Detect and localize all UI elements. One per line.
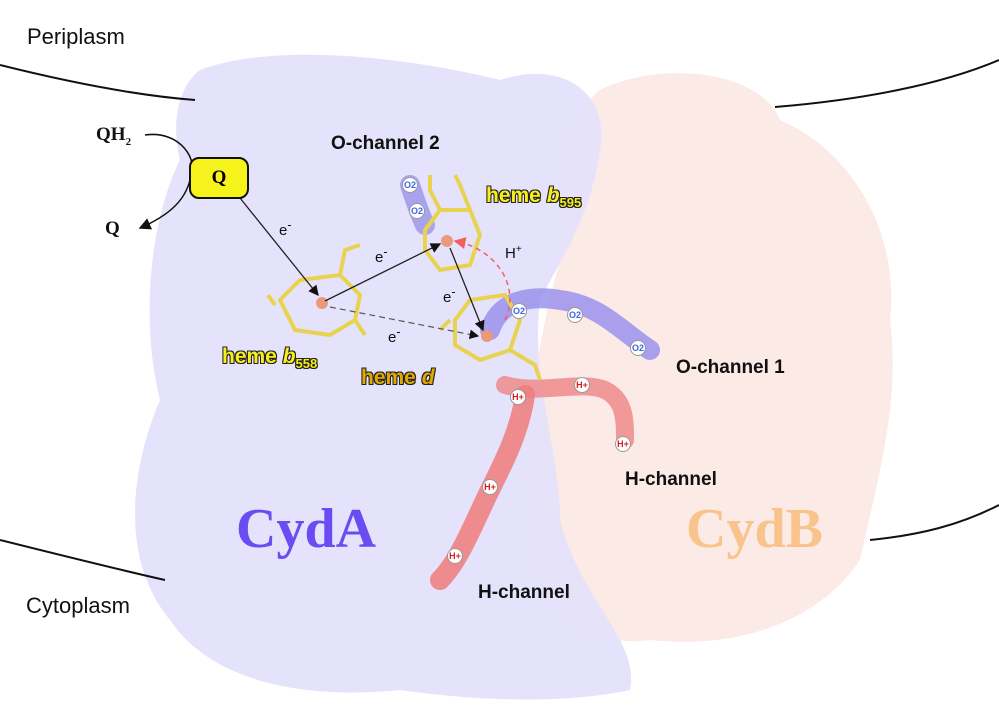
h-sup: + (515, 244, 522, 255)
heme-b595-italic: b (546, 184, 560, 207)
e-sup: - (383, 245, 388, 259)
cytoplasm-label: Cytoplasm (26, 593, 130, 618)
q-out-label: Q (105, 218, 120, 239)
h-text: H (505, 245, 516, 262)
proton-icon: H+ (615, 436, 631, 452)
proton-icon: H+ (447, 548, 463, 564)
oxygen-molecule-icon: O2 (567, 307, 583, 323)
membrane-bottom-left (0, 539, 166, 581)
e-sup: - (451, 285, 456, 299)
electron-label-3: e- (443, 285, 456, 306)
heme-d-name: heme (361, 366, 422, 389)
cyda-label: CydA (236, 498, 377, 560)
heme-b558-label: heme b558 (222, 345, 317, 371)
qh2-subscript: 2 (125, 135, 132, 148)
e-sup: - (396, 325, 401, 339)
iron-b558 (316, 297, 328, 309)
oxygen-molecule-icon: O2 (409, 203, 425, 219)
electron-label-2: e- (375, 245, 388, 266)
heme-b595-structure (423, 174, 483, 273)
e-text: e (388, 329, 397, 346)
heme-b595-name: heme (486, 184, 547, 207)
arrow-b558-to-b595 (324, 243, 442, 302)
proton-icon: H+ (510, 389, 526, 405)
e-text: e (279, 222, 288, 239)
heme-b558-structure (266, 243, 367, 338)
iron-b595 (441, 235, 453, 247)
qh2-base: QH (96, 124, 126, 145)
arrow-q-to-b558 (239, 197, 319, 297)
cydb-surface (527, 73, 893, 642)
heme-b558-italic: b (282, 345, 296, 368)
arrow-b558-to-d-dashed (329, 306, 480, 340)
periplasm-label: Periplasm (27, 24, 125, 49)
arrow-b595-to-d (449, 247, 485, 332)
e-sup: - (287, 218, 292, 232)
quinone-site-box: Q (189, 157, 249, 199)
heme-d-italic: d (421, 366, 435, 389)
e-text: e (375, 249, 384, 266)
proton-icon: H+ (574, 377, 590, 393)
qh2-label: QH2 (96, 124, 131, 148)
cyda-surface (135, 54, 632, 700)
o-channel-1-tube (480, 288, 660, 360)
iron-d (481, 330, 493, 342)
heme-b595-label: heme b595 (486, 184, 581, 210)
h-channel-cydb-label: H-channel (625, 469, 717, 490)
heme-b558-sub: 558 (295, 356, 318, 371)
h-channel-cyda-label: H-channel (478, 582, 570, 603)
o-channel-1-label: O-channel 1 (676, 357, 785, 378)
electron-label-1: e- (279, 218, 292, 239)
o-channel-2-label: O-channel 2 (331, 133, 440, 154)
proton-icon: H+ (482, 479, 498, 495)
electron-label-4: e- (388, 325, 401, 346)
oxygen-molecule-icon: O2 (402, 177, 418, 193)
proton-arrow-dashed (453, 237, 511, 321)
heme-d-label: heme d (361, 366, 435, 390)
membrane-top-left (0, 64, 196, 101)
cydb-label: CydB (686, 498, 823, 560)
oxygen-molecule-icon: O2 (511, 303, 527, 319)
proton-label: H+ (505, 244, 522, 262)
heme-b558-name: heme (222, 345, 283, 368)
e-text: e (443, 289, 452, 306)
heme-b595-sub: 595 (559, 195, 582, 210)
membrane-top-right (774, 59, 999, 108)
membrane-bottom-right (869, 504, 999, 541)
oxygen-molecule-icon: O2 (630, 340, 646, 356)
h-channel-cydb-tube (496, 376, 634, 449)
